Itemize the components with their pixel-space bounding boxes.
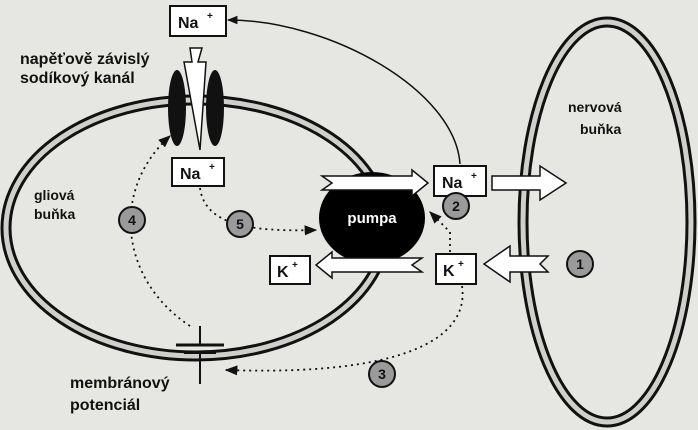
k-from-nerve-arrow bbox=[482, 244, 550, 284]
ion-k-inside-charge: + bbox=[292, 260, 298, 271]
nerve-cell bbox=[517, 16, 697, 428]
step-3-label: 3 bbox=[378, 366, 386, 382]
ion-na-outside-symbol: Na bbox=[442, 175, 463, 192]
channel-inflow-arrow bbox=[183, 47, 207, 151]
ion-k-outside: K + bbox=[435, 253, 477, 285]
ion-na-top-symbol: Na bbox=[178, 15, 199, 32]
pump-na-out-arrow bbox=[319, 168, 430, 198]
ion-k-inside-symbol: K bbox=[277, 264, 289, 281]
ion-na-outside: Na + bbox=[433, 165, 487, 197]
path-step-4 bbox=[129, 135, 191, 327]
step-4-label: 4 bbox=[128, 212, 136, 228]
nerve-label-line2: buňka bbox=[580, 121, 621, 137]
ion-na-inside-symbol: Na bbox=[180, 166, 201, 183]
step-1-label: 1 bbox=[576, 256, 584, 272]
membrane-potential-symbol bbox=[176, 326, 224, 384]
ion-k-outside-charge: + bbox=[458, 259, 464, 270]
path-step-3 bbox=[224, 285, 464, 376]
pump-label: pumpa bbox=[347, 210, 397, 227]
channel-label-line1: napěťově závislý bbox=[20, 51, 150, 68]
step-1: 1 bbox=[566, 250, 594, 278]
ion-na-inside-charge: + bbox=[209, 162, 215, 173]
pump-k-in-arrow bbox=[314, 250, 425, 280]
step-2: 2 bbox=[442, 192, 470, 220]
step-5-label: 5 bbox=[236, 216, 244, 232]
ion-na-top-charge: + bbox=[207, 11, 213, 22]
step-5: 5 bbox=[226, 210, 254, 238]
channel-label-line2: sodíkový kanál bbox=[20, 70, 135, 87]
sodium-channel bbox=[168, 47, 224, 151]
ion-k-inside: K + bbox=[269, 255, 311, 285]
step-4: 4 bbox=[118, 206, 146, 234]
path-step-2 bbox=[429, 211, 451, 252]
ion-k-outside-symbol: K bbox=[443, 263, 455, 280]
na-to-nerve-arrow bbox=[491, 164, 568, 202]
ion-na-top: Na + bbox=[169, 5, 227, 37]
ion-na-inside: Na + bbox=[171, 157, 225, 187]
potential-label-line1: membránový bbox=[70, 375, 170, 392]
glia-label-line1: gliová bbox=[34, 187, 75, 203]
nerve-label-line1: nervová bbox=[568, 99, 622, 115]
dotted-paths bbox=[129, 135, 464, 376]
pump: pumpa bbox=[314, 168, 430, 280]
ion-na-outside-charge: + bbox=[471, 171, 477, 182]
path-step-5 bbox=[199, 187, 318, 236]
na-recycle-curve bbox=[226, 15, 461, 165]
glia-label-line2: buňka bbox=[34, 206, 75, 222]
potential-label-line2: potenciál bbox=[70, 397, 140, 414]
step-3: 3 bbox=[368, 360, 396, 388]
step-2-label: 2 bbox=[452, 198, 460, 214]
